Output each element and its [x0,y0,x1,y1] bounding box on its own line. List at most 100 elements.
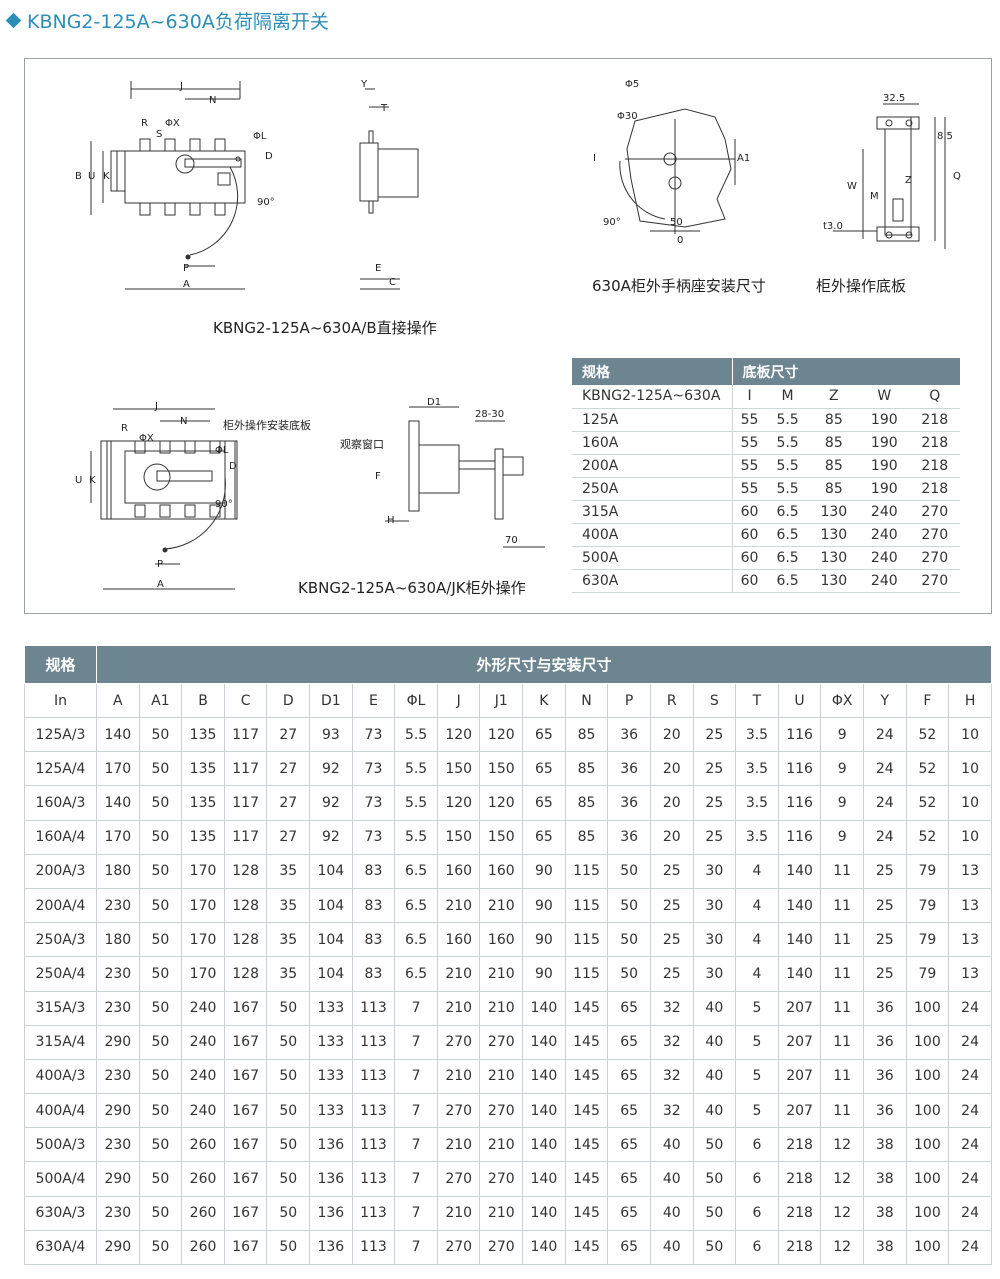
label-PL2: ΦL [215,445,229,456]
dim-table-cell: 100 [905,1058,950,1095]
dim-table-cell: 230 [96,1127,140,1163]
dim-table-cell: 27 [266,716,311,753]
dim-table-cell: 50 [266,1195,311,1231]
dim-table-cell: F [905,683,950,718]
dim-table-cell: 79 [905,887,950,924]
dim-table-cell: 90 [522,887,566,924]
dim-table-spec-cell: 250A/4 [24,956,97,992]
dim-table-cell: 140 [522,1161,566,1197]
dim-table-cell: 50 [607,853,651,889]
dim-table-cell: 50 [138,1229,183,1266]
label-B: B [75,171,82,182]
dim-table-cell: 104 [309,956,353,992]
base-plate-drawing [833,103,946,249]
dim-table-cell: 50 [692,1161,737,1197]
label-D1: D1 [427,397,441,408]
dim-table-cell: 6.5 [394,956,438,992]
side-view-direct [359,88,419,290]
dim-table-cell: 290 [96,1093,140,1129]
label-W: W [847,181,857,192]
dim-table-cell: 170 [96,819,140,855]
label-N: N [209,95,216,106]
label-S: S [156,129,162,140]
dim-table-cell: 25 [692,716,737,753]
dim-table-cell: 5.5 [394,751,438,787]
dim-table-cell: 24 [948,1127,992,1163]
dim-table-spec-cell: 630A/4 [24,1229,97,1266]
dim-table-cell: 4 [735,956,779,992]
base-table-cell: 125A [572,408,732,432]
dim-table-cell: 27 [266,819,311,855]
front-view-direct [90,81,246,290]
side-view-external [385,406,545,548]
dim-table-cell: 30 [692,956,737,992]
dim-table-cell: 150 [436,819,481,855]
dim-table-cell: 25 [692,785,737,821]
dim-table-cell: 12 [820,1127,864,1163]
base-table-cell: 270 [909,500,960,524]
dim-table-cell: 24 [862,751,907,787]
dim-table-spec-cell: 125A/4 [24,751,97,787]
base-table-cell: 60 [731,523,767,547]
dim-table-cell: 210 [436,887,481,924]
dim-table-cell: 218 [777,1127,822,1163]
dim-table-cell: 50 [138,1093,183,1129]
dim-table-cell: 25 [862,922,907,958]
base-table-cell: KBNG2-125A~630A [572,385,732,409]
dim-table-cell: U [777,683,822,718]
base-table-cell: 5.5 [766,454,809,478]
dim-table-cell: 65 [522,819,566,855]
label-U2: U [75,475,82,486]
dim-table-spec-cell: 500A/4 [24,1161,97,1197]
page-title-text: KBNG2-125A~630A负荷隔离开关 [27,10,329,33]
dim-table-cell: 83 [351,887,396,924]
dim-table-cell: 120 [479,785,524,821]
dim-table-cell: 90 [522,956,566,992]
label-A2: A [157,579,164,590]
dim-table-cell: 36 [607,785,651,821]
dim-table-cell: 92 [309,819,353,855]
dim-table-cell: 25 [649,853,694,889]
dim-table-cell: 73 [351,785,396,821]
dim-table-header-spec: 规格 [24,645,97,684]
dim-table-cell: 50 [138,1127,183,1163]
dim-table-cell: 113 [351,1127,396,1163]
dim-table-cell: 25 [862,956,907,992]
dim-table-cell: 270 [479,1229,524,1266]
base-table-cell: 130 [808,569,860,593]
dim-table-cell: 50 [138,751,183,787]
label-28-30: 28-30 [475,409,504,420]
dim-table-cell: 3.5 [735,751,779,787]
dim-table-cell: 6.5 [394,853,438,889]
base-table-cell: 85 [808,431,860,455]
caption-base-plate-mount: 柜外操作安装底板 [223,419,311,432]
base-table-cell: 6.5 [766,569,809,593]
dim-table-cell: 290 [96,1229,140,1266]
dim-table-spec-cell: 160A/3 [24,785,97,821]
dim-table-cell: 210 [479,1058,524,1095]
dim-table-cell: 10 [948,785,992,821]
dim-table-cell: ΦX [820,683,864,718]
dim-table-cell: 150 [479,819,524,855]
base-table-cell: 55 [731,454,767,478]
dim-table-cell: 150 [436,751,481,787]
dim-table-cell: 83 [351,853,396,889]
label-70: 70 [505,535,518,546]
label-P2: P [157,559,163,570]
dim-table-cell: 210 [479,887,524,924]
label-A: A [183,279,190,290]
dim-table-cell: 65 [607,1127,651,1163]
base-table-cell: 85 [808,408,860,432]
label-32-5: 32.5 [883,93,905,104]
base-table-cell: 190 [859,431,910,455]
dim-table-cell: 24 [948,1195,992,1231]
